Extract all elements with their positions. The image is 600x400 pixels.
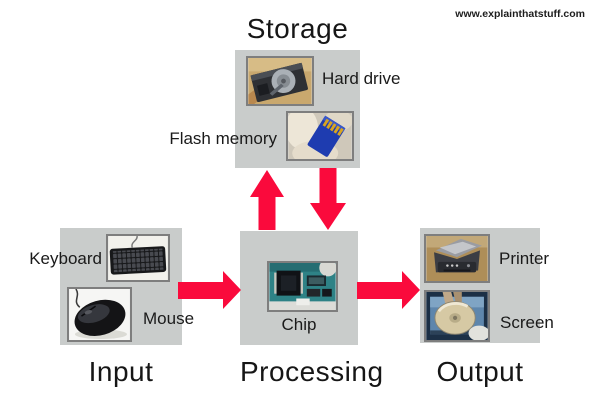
flash-memory-illustration xyxy=(288,113,352,159)
input-title: Input xyxy=(88,356,154,387)
storage-to-processing-arrow xyxy=(310,168,346,230)
watermark-url: www.explainthatstuff.com xyxy=(455,8,585,20)
processing-to-output-arrow xyxy=(357,271,420,309)
processing-to-storage-arrow xyxy=(250,170,284,230)
keyboard-label: Keyboard xyxy=(29,249,102,268)
hard-drive-illustration xyxy=(248,58,312,104)
processing-title: Processing xyxy=(240,356,384,387)
keyboard-photo xyxy=(106,234,170,282)
mouse-photo xyxy=(67,287,132,342)
printer-illustration xyxy=(426,236,488,281)
screen-photo xyxy=(424,290,490,342)
mouse-illustration xyxy=(69,289,130,340)
flash-memory-label: Flash memory xyxy=(169,129,277,148)
screen-label: Screen xyxy=(500,313,554,332)
chip-illustration xyxy=(269,263,336,310)
printer-label: Printer xyxy=(499,249,550,268)
output-title: Output xyxy=(436,356,524,387)
input-to-processing-arrow xyxy=(178,271,241,309)
keyboard-illustration xyxy=(108,236,168,280)
chip-photo xyxy=(267,261,338,312)
flash-memory-photo xyxy=(286,111,354,161)
mouse-label: Mouse xyxy=(143,309,195,328)
screen-illustration xyxy=(426,292,488,340)
storage-title: Storage xyxy=(246,13,349,44)
hard-drive-label: Hard drive xyxy=(322,69,401,88)
printer-photo xyxy=(424,234,490,283)
chip-label: Chip xyxy=(281,315,317,334)
hard-drive-photo xyxy=(246,56,314,106)
